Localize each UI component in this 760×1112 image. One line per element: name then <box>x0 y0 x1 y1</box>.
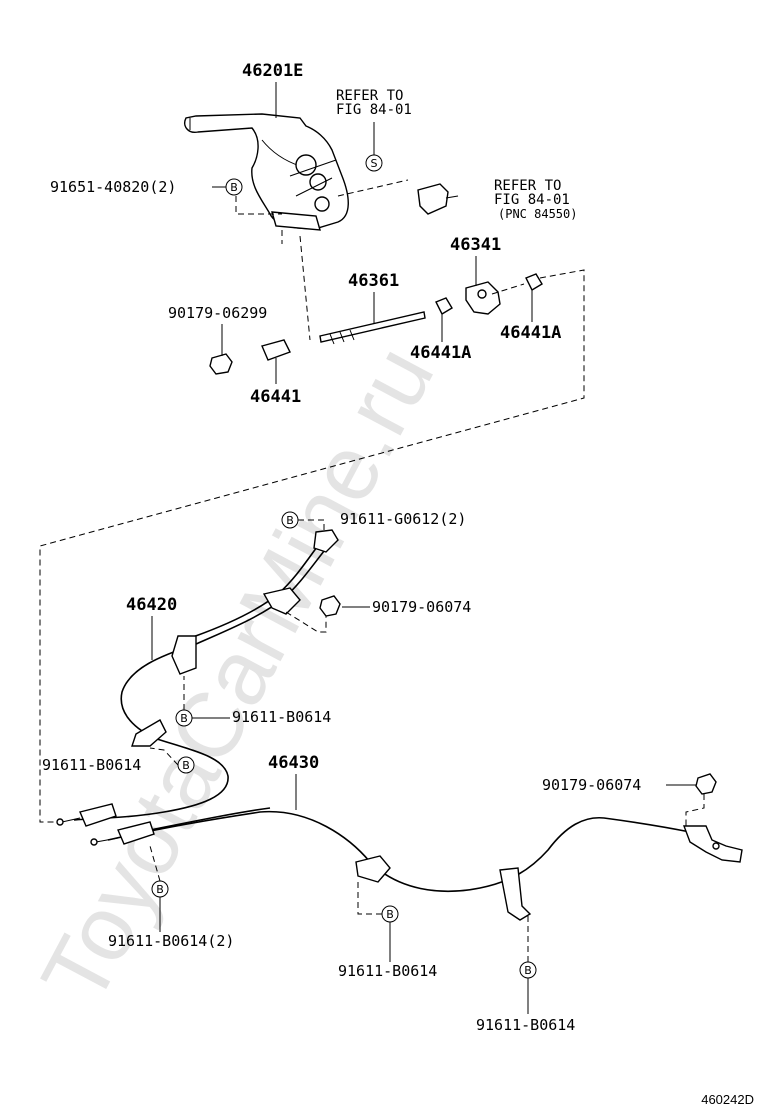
svg-text:B: B <box>182 759 190 772</box>
label-91611-b0614-left: 91611-B0614 <box>42 756 141 774</box>
refer1-line2: FIG 84-01 <box>336 102 412 118</box>
marker-b-b0614-left: B <box>149 747 195 774</box>
svg-text:S: S <box>371 157 378 170</box>
label-46441: 46441 <box>250 387 301 407</box>
label-91611-b0614-mid: 91611-B0614 <box>232 708 331 726</box>
nut-90179-06299[interactable] <box>209 353 233 375</box>
parking-brake-lever[interactable] <box>184 113 349 231</box>
adjusting-rod[interactable] <box>319 311 426 345</box>
marker-s: S <box>365 122 383 172</box>
label-46420: 46420 <box>126 595 177 615</box>
label-46361: 46361 <box>348 271 399 291</box>
nut-90179-06074-mid[interactable] <box>319 595 341 617</box>
svg-text:B: B <box>180 712 188 725</box>
diagram-code: 460242D <box>701 1092 754 1107</box>
marker-b-b0614-2: B <box>149 845 169 932</box>
brake-warning-switch[interactable] <box>417 183 459 215</box>
label-91611-b0614-d: 91611-B0614 <box>476 1016 575 1034</box>
marker-b-b0614-c: B <box>357 882 399 962</box>
label-90179-06299: 90179-06299 <box>168 304 267 322</box>
refer1-line1: REFER TO <box>336 88 403 104</box>
label-46341: 46341 <box>450 235 501 255</box>
label-91611-b0614-c: 91611-B0614 <box>338 962 437 980</box>
svg-text:B: B <box>286 514 294 527</box>
label-46430: 46430 <box>268 753 319 773</box>
label-46201e: 46201E <box>242 61 303 81</box>
marker-b-g0612: B <box>281 511 325 532</box>
sleeve-46441a-left[interactable] <box>435 297 453 315</box>
label-90179-06074-right: 90179-06074 <box>542 776 641 794</box>
refer2-line1: REFER TO <box>494 178 561 194</box>
sleeve-46441a-right[interactable] <box>525 273 543 291</box>
refer2-line2: FIG 84-01 <box>494 192 570 208</box>
label-91651-40820: 91651-40820(2) <box>50 178 176 196</box>
svg-text:B: B <box>386 908 394 921</box>
svg-text:B: B <box>156 883 164 896</box>
label-90179-06074-mid: 90179-06074 <box>372 598 471 616</box>
label-91611-g0612: 91611-G0612(2) <box>340 510 466 528</box>
nut-90179-06074-right[interactable] <box>695 773 717 795</box>
svg-text:B: B <box>524 964 532 977</box>
label-46441a-left: 46441A <box>410 343 471 363</box>
equalizer-46341[interactable] <box>465 281 501 315</box>
sleeve-46441[interactable] <box>261 339 291 361</box>
cable-46430[interactable] <box>90 807 743 921</box>
cable-46420[interactable] <box>56 529 339 827</box>
label-46441a-right: 46441A <box>500 323 561 343</box>
refer2-pnc: (PNC 84550) <box>498 207 577 221</box>
label-91611-b0614-2: 91611-B0614(2) <box>108 932 234 950</box>
marker-b-91651: B <box>225 178 243 196</box>
svg-text:B: B <box>230 181 238 194</box>
marker-b-b0614-d: B <box>519 916 537 1014</box>
